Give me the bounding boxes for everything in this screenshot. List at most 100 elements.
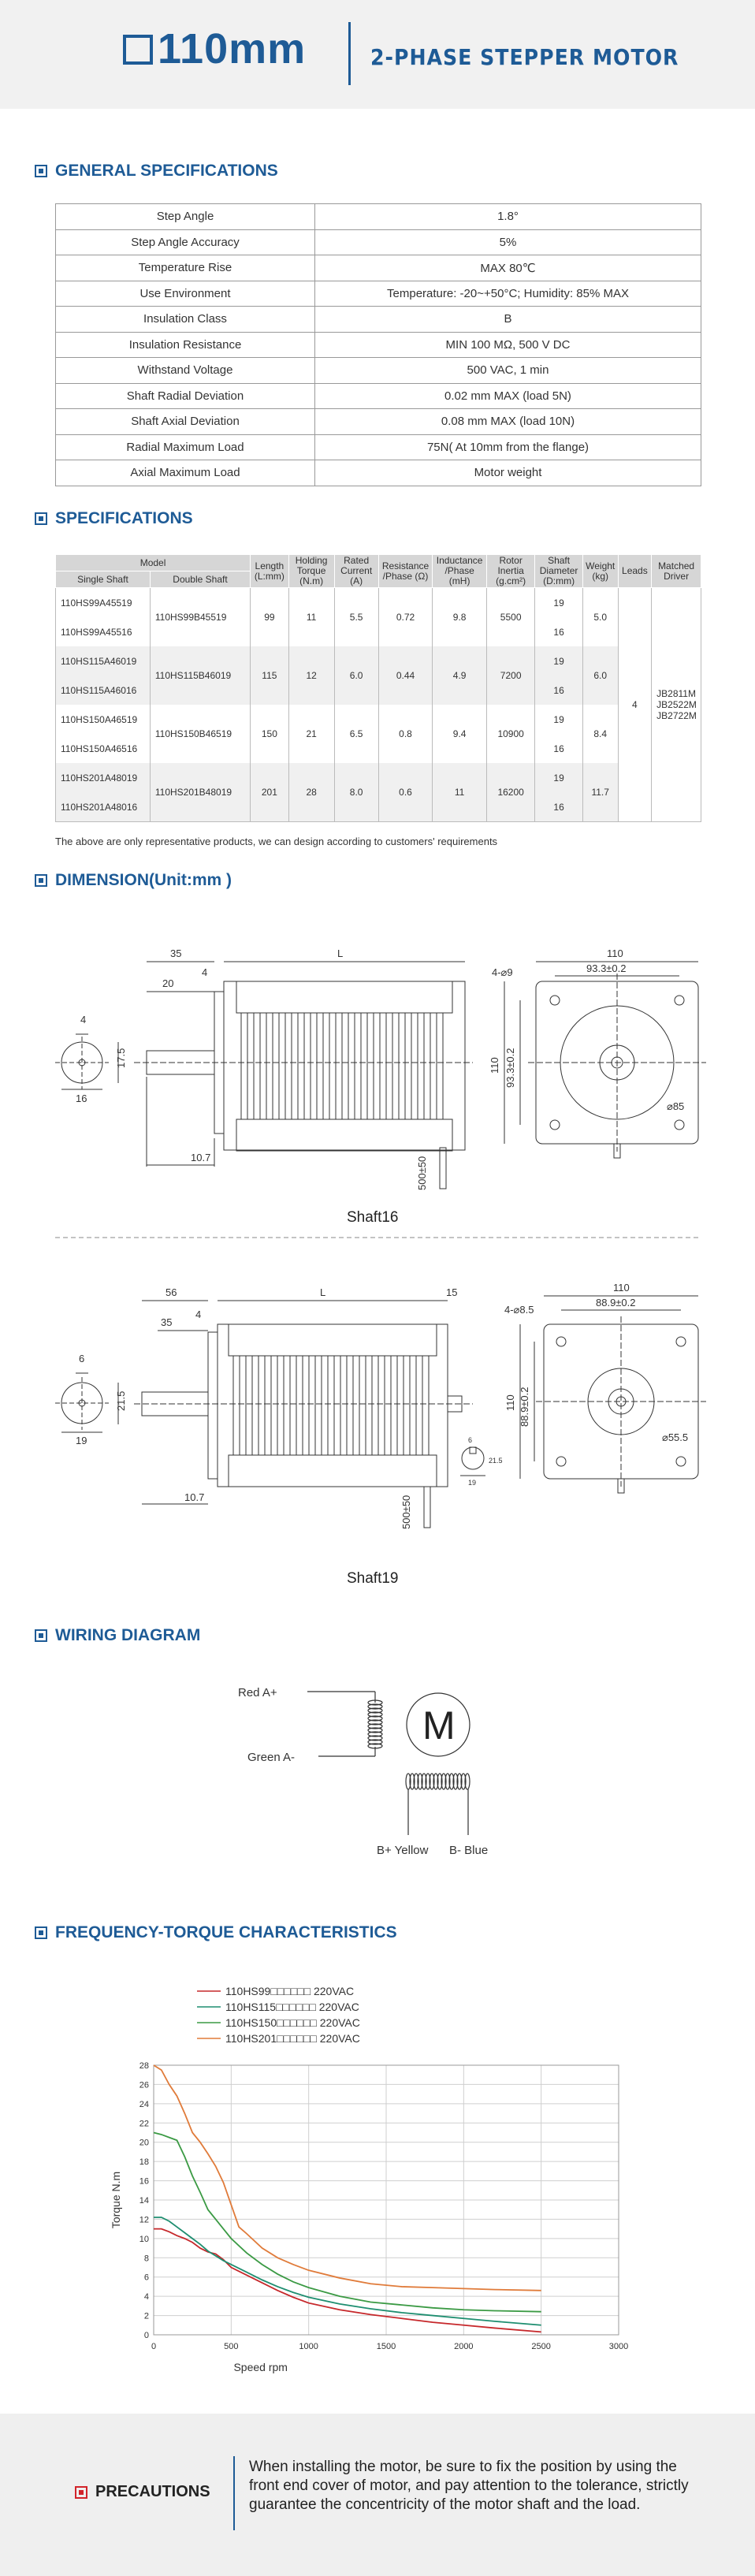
spec-value-cell: 5% (314, 229, 701, 255)
dimension-heading: DIMENSION(Unit:mm ) (35, 871, 232, 890)
spec-weight: 6.0 (582, 646, 619, 705)
single-shaft-model: 110HS201A48016 (55, 792, 151, 822)
wire-yellow-label: B+ Yellow (377, 1844, 429, 1857)
dim19-19: 19 (76, 1435, 87, 1446)
spec-value-cell: Temperature: -20~+50°C; Humidity: 85% MA… (314, 280, 701, 307)
dim19-35: 35 (161, 1316, 172, 1328)
y-tick-label: 6 (144, 2273, 149, 2283)
motor-size-title: 110mm (158, 25, 307, 73)
dim19-6: 6 (79, 1353, 84, 1364)
dim19-110: 110 (613, 1282, 630, 1294)
spec-resistance: 0.44 (378, 646, 433, 705)
y-tick-label: 18 (139, 2157, 149, 2167)
single-shaft-model: 110HS115A46019 (55, 646, 151, 676)
spec-length: 201 (250, 763, 289, 822)
wiring-diagram: Red A+ Green A- B+ Yellow B- Blue M (238, 1686, 488, 1857)
spec-torque: 28 (288, 763, 335, 822)
x-tick-label: 2500 (531, 2342, 550, 2351)
spec-name-cell: Shaft Axial Deviation (55, 408, 315, 435)
general-specs-title: GENERAL SPECIFICATIONS (55, 162, 278, 180)
spec-name-cell: Insulation Class (55, 306, 315, 333)
header-weight: Weight (kg) (582, 554, 619, 588)
shaft-diameter: 19 (534, 705, 583, 734)
y-tick-label: 26 (139, 2080, 149, 2090)
spec-current: 6.5 (333, 705, 379, 763)
dim19-key-6: 6 (468, 1436, 472, 1444)
y-tick-label: 16 (139, 2177, 149, 2187)
dim19-key-21-5: 21.5 (489, 1457, 503, 1465)
series-line-0 (154, 2228, 541, 2333)
spec-weight: 8.4 (582, 705, 619, 763)
precautions-title: PRECAUTIONS (95, 2483, 210, 2500)
header-shaft: Shaft Diameter (D:mm) (534, 554, 583, 588)
y-tick-label: 0 (144, 2331, 149, 2340)
specs-title: SPECIFICATIONS (55, 509, 193, 527)
precautions-divider (233, 2456, 235, 2530)
legend-entry: 110HS115□□□□□□ 220VAC (225, 2001, 359, 2013)
y-tick-label: 4 (144, 2292, 149, 2302)
wiring-heading: WIRING DIAGRAM (35, 1626, 200, 1645)
spec-length: 150 (250, 705, 289, 763)
spec-value-cell: B (314, 306, 701, 333)
page-header: 110mm 2-PHASE STEPPER MOTOR (0, 0, 755, 109)
spec-name-cell: Withstand Voltage (55, 357, 315, 384)
x-axis-label: Speed rpm (233, 2361, 287, 2373)
y-tick-label: 10 (139, 2235, 149, 2244)
dim16-17-5: 17.5 (115, 1048, 127, 1068)
header-inductance: Inductance /Phase (mH) (432, 554, 487, 588)
y-tick-label: 22 (139, 2119, 149, 2128)
shaft-diameter: 16 (534, 617, 583, 646)
dim19-holes: 4-⌀8.5 (504, 1304, 534, 1316)
wire-blue-label: B- Blue (449, 1844, 488, 1857)
single-shaft-model: 110HS150A46516 (55, 734, 151, 763)
shaft19-end-view (55, 1372, 119, 1433)
header-torque: Holding Torque (N.m) (288, 554, 335, 588)
specs-table: Model Length (L:mm) Holding Torque (N.m)… (54, 554, 701, 822)
spec-value-cell: MAX 80℃ (314, 255, 701, 281)
header-resistance: Resistance /Phase (Ω) (378, 554, 433, 588)
x-tick-label: 3000 (609, 2342, 628, 2351)
section-square-icon (35, 1926, 47, 1939)
motor-symbol: M (422, 1703, 456, 1748)
y-tick-label: 20 (139, 2139, 149, 2148)
header-current: Rated Current (A) (333, 554, 379, 588)
spec-inertia: 16200 (485, 763, 536, 822)
dim16-4b: 4 (80, 1014, 86, 1026)
ftc-heading: FREQUENCY-TORQUE CHARACTERISTICS (35, 1923, 397, 1942)
dim16-93-3: 93.3±0.2 (586, 962, 627, 974)
shaft19-front-view (536, 1316, 706, 1494)
shaft16-end-view (55, 1033, 119, 1090)
spec-name-cell: Step Angle Accuracy (55, 229, 315, 255)
dimension-title: DIMENSION(Unit:mm ) (55, 871, 232, 889)
driver-model: JB2811M (656, 688, 696, 699)
shaft16-front-view (528, 973, 706, 1159)
spec-value-cell: 75N( At 10mm from the flange) (314, 434, 701, 460)
y-tick-label: 24 (139, 2100, 149, 2109)
dim19-21-5: 21.5 (115, 1391, 127, 1411)
shaft-diameter: 16 (534, 676, 583, 705)
header-double-shaft: Double Shaft (149, 571, 251, 588)
y-tick-label: 12 (139, 2215, 149, 2224)
legend-entry: 110HS150□□□□□□ 220VAC (225, 2016, 360, 2029)
dim16-85: ⌀85 (667, 1100, 684, 1112)
section-square-icon (35, 1629, 47, 1642)
dim16-20: 20 (162, 977, 173, 989)
shaft-diameter: 16 (534, 792, 583, 822)
spec-current: 6.0 (333, 646, 379, 705)
spec-leads: 4 (617, 587, 653, 822)
spec-name-cell: Shaft Radial Deviation (55, 382, 315, 409)
spec-value-cell: 0.02 mm MAX (load 5N) (314, 382, 701, 409)
shaft19-caption: Shaft19 (347, 1570, 399, 1584)
spec-length: 115 (250, 646, 289, 705)
y-tick-label: 2 (144, 2312, 149, 2321)
dim19-88-9: 88.9±0.2 (596, 1297, 636, 1308)
